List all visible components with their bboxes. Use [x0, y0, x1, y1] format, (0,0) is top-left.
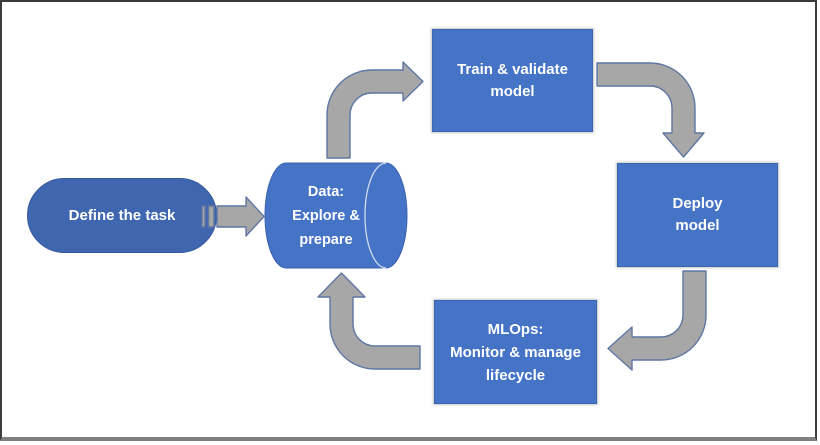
node-label: Data:	[307, 183, 345, 200]
node-deploy-model: Deploy model	[617, 163, 778, 267]
node-define-task: Define the task	[27, 178, 217, 253]
node-data-cylinder	[264, 162, 408, 269]
node-label: MLOps:	[487, 320, 544, 338]
node-label: model	[675, 217, 720, 234]
node-label: Explore &	[292, 207, 360, 224]
node-label: prepare	[299, 231, 353, 248]
node-label: Monitor & manage	[450, 343, 581, 361]
node-data-label: Data: Explore & prepare	[265, 163, 387, 268]
cylinder-seam	[364, 162, 387, 269]
node-mlops-monitor-manage: MLOps: Monitor & manage lifecycle	[434, 300, 597, 404]
node-label: Define the task	[68, 207, 176, 224]
node-label: lifecycle	[485, 366, 546, 384]
node-label: model	[490, 82, 535, 100]
node-label: Train & validate	[457, 60, 568, 78]
node-label: Deploy	[672, 195, 723, 212]
node-train-validate-model: Train & validate model	[432, 29, 593, 132]
